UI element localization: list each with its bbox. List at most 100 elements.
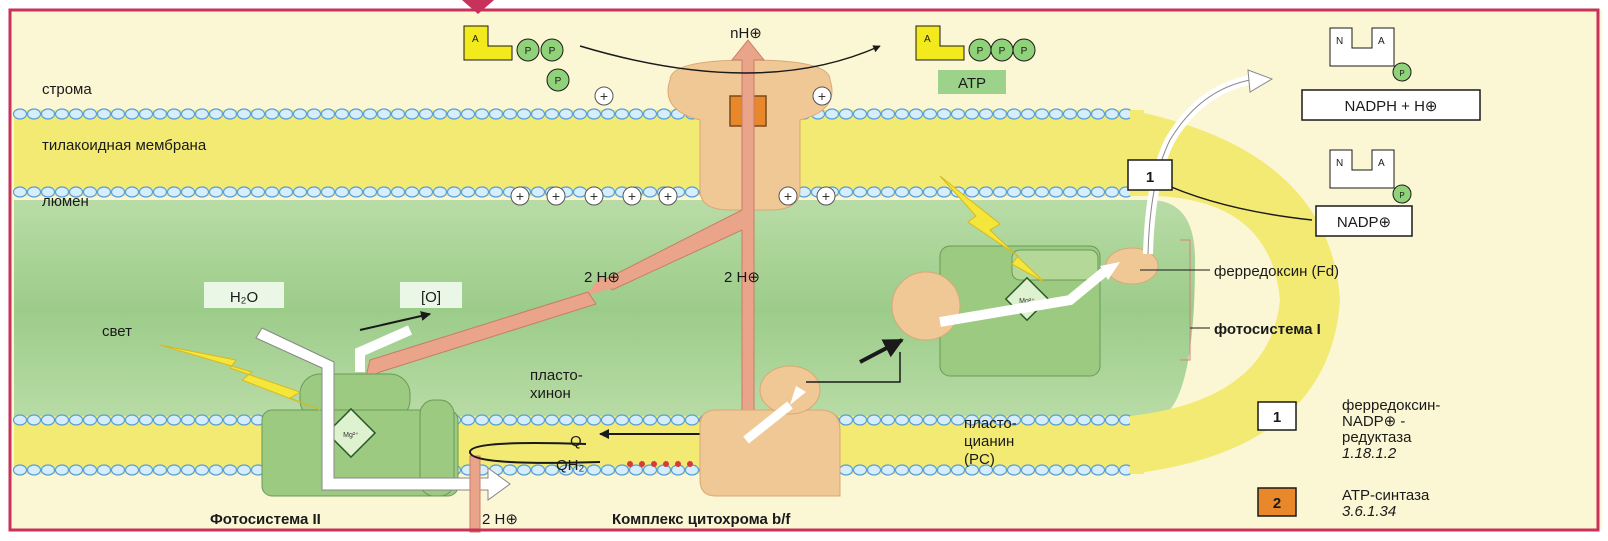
lipid-head — [14, 415, 27, 425]
lipid-head — [560, 109, 573, 119]
atp-p3: P — [1021, 46, 1028, 57]
lipid-head — [84, 415, 97, 425]
lipid-head — [84, 465, 97, 475]
lipid-head — [980, 187, 993, 197]
lipid-head — [196, 187, 209, 197]
lipid-head — [210, 465, 223, 475]
lipid-head — [308, 187, 321, 197]
label-ferredoxin: ферредоксин (Fd) — [1214, 263, 1339, 280]
proton-plus: + — [600, 88, 608, 104]
nadph-a-label: A — [1378, 36, 1385, 47]
lipid-head — [294, 187, 307, 197]
lipid-head — [658, 415, 671, 425]
lipid-head — [70, 109, 83, 119]
lipid-head — [882, 465, 895, 475]
lipid-head — [952, 415, 965, 425]
lipid-head — [630, 415, 643, 425]
lipid-head — [1022, 109, 1035, 119]
nadph-n-label: N — [1336, 36, 1343, 47]
lipid-head — [168, 109, 181, 119]
lipid-head — [154, 415, 167, 425]
lipid-head — [462, 109, 475, 119]
lipid-head — [1078, 465, 1091, 475]
lipid-head — [224, 109, 237, 119]
lipid-head — [1092, 187, 1105, 197]
lipid-head — [42, 415, 55, 425]
label-2h-bottom: 2 H⊕ — [482, 511, 518, 528]
lipid-head — [1064, 187, 1077, 197]
legend-1-ec: 1.18.1.2 — [1342, 445, 1397, 462]
lipid-head — [672, 415, 685, 425]
label-plastocyanin-3: (PC) — [964, 451, 995, 468]
lipid-head — [574, 109, 587, 119]
legend-2-num: 2 — [1273, 495, 1281, 512]
lipid-head — [686, 465, 699, 475]
lipid-head — [840, 465, 853, 475]
lipid-head — [112, 187, 125, 197]
lipid-head — [602, 109, 615, 119]
lipid-head — [280, 187, 293, 197]
lipid-head — [98, 465, 111, 475]
lipid-head — [504, 109, 517, 119]
lipid-head — [1022, 187, 1035, 197]
lipid-head — [154, 465, 167, 475]
lipid-head — [616, 415, 629, 425]
lipid-head — [42, 465, 55, 475]
proton-plus: + — [516, 188, 524, 204]
lipid-head — [882, 109, 895, 119]
lipid-head — [196, 465, 209, 475]
free-phosphate: P — [547, 69, 569, 91]
lipid-head — [644, 187, 657, 197]
lipid-head — [882, 187, 895, 197]
label-light: свет — [102, 323, 132, 340]
adp-p1: P — [525, 46, 532, 57]
atp-label: ATP — [958, 75, 986, 92]
lipid-head — [532, 109, 545, 119]
lipid-head — [98, 187, 111, 197]
lipid-head — [126, 465, 139, 475]
lipid-head — [350, 109, 363, 119]
adp-a-label: A — [472, 34, 479, 45]
lipid-head — [588, 415, 601, 425]
lipid-head — [28, 187, 41, 197]
lipid-head — [42, 109, 55, 119]
label-2h-right: 2 H⊕ — [724, 269, 760, 286]
label-plastocyanin-2: цианин — [964, 433, 1014, 450]
lipid-head — [896, 465, 909, 475]
label-cytb6f: Комплекс цитохрома b/f — [612, 511, 791, 528]
lipid-head — [126, 109, 139, 119]
label-membrane: тилакоидная мембрана — [42, 137, 207, 154]
proton-plus: + — [818, 88, 826, 104]
lipid-head — [182, 109, 195, 119]
lipid-head — [504, 415, 517, 425]
lipid-head — [126, 415, 139, 425]
atp-p2: P — [999, 46, 1006, 57]
lipid-head — [854, 465, 867, 475]
lipid-head — [1078, 187, 1091, 197]
lipid-head — [28, 109, 41, 119]
lipid-head — [266, 187, 279, 197]
label-plastoquinone-1: пласто- — [530, 367, 583, 384]
lipid-head — [154, 187, 167, 197]
atp-a-label: A — [924, 34, 931, 45]
lipid-head — [1022, 415, 1035, 425]
lipid-head — [476, 415, 489, 425]
lipid-head — [938, 465, 951, 475]
lipid-head — [476, 187, 489, 197]
lipid-head — [882, 415, 895, 425]
lipid-head — [994, 187, 1007, 197]
lipid-head — [938, 187, 951, 197]
lipid-head — [112, 415, 125, 425]
lipid-head — [588, 109, 601, 119]
lipid-head — [518, 109, 531, 119]
lipid-head — [504, 465, 517, 475]
lipid-head — [238, 415, 251, 425]
lipid-head — [350, 187, 363, 197]
legend-1-l1: ферредоксин- — [1342, 397, 1440, 414]
lipid-head — [322, 187, 335, 197]
lipid-head — [658, 109, 671, 119]
lipid-head — [1008, 109, 1021, 119]
lipid-head — [910, 109, 923, 119]
lipid-head — [938, 109, 951, 119]
